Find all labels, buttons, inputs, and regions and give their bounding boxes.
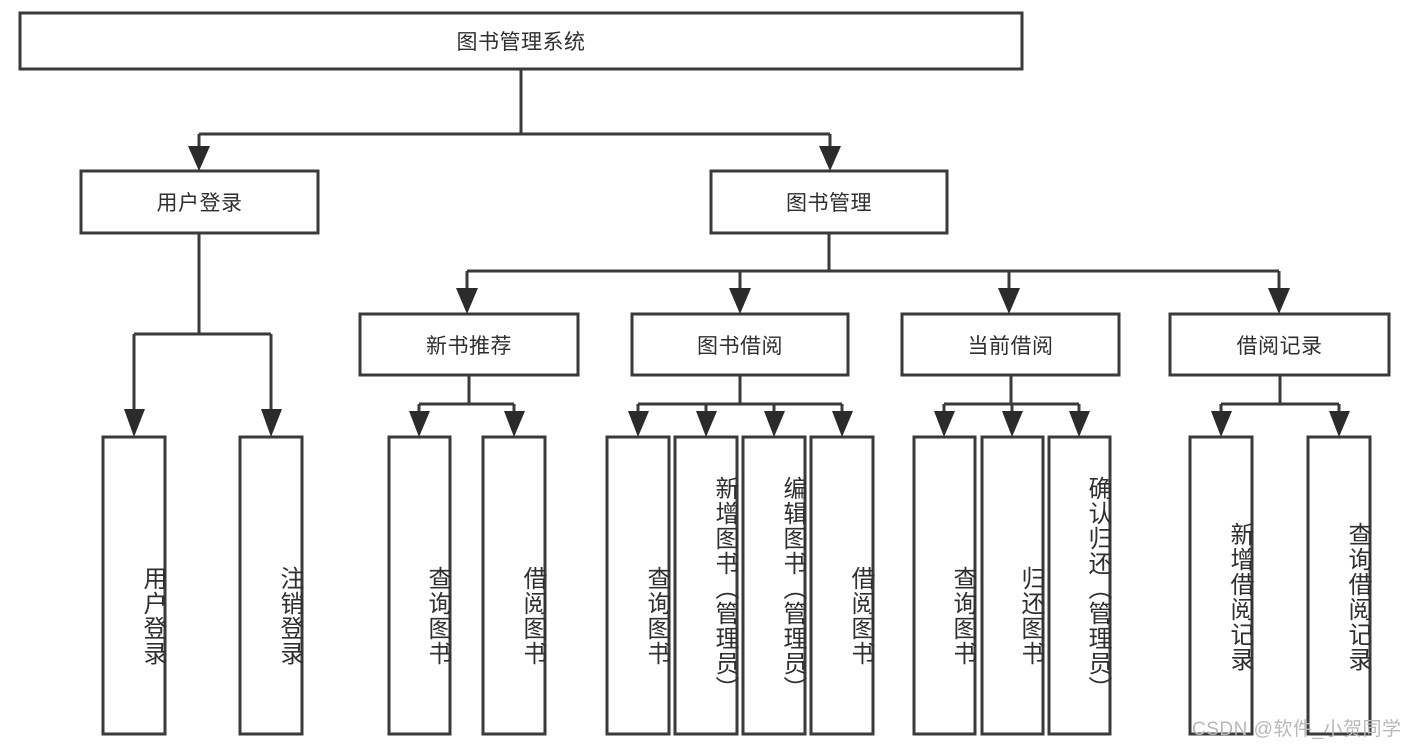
leaf-box-new-book-rec-0[interactable]	[387, 435, 452, 736]
node-box-root[interactable]	[18, 11, 1024, 71]
arrow-head-book-mgmt	[819, 146, 841, 171]
watermark-text: CSDN @软件_小贺同学	[1192, 719, 1402, 740]
leaf-box-book-borrow-0[interactable]	[605, 435, 671, 736]
arrow-head-leaf-current-borrow-0	[934, 411, 955, 437]
arrow-head-current-borrow	[998, 288, 1020, 314]
leaf-box-current-borrow-2[interactable]	[1047, 435, 1112, 736]
arrow-head-leaf-new-book-rec-1	[504, 411, 525, 437]
connector-borrow-record-to-leaves	[1211, 375, 1350, 437]
node-box-borrow-record[interactable]	[1168, 312, 1391, 377]
leaf-box-new-book-rec-1[interactable]	[481, 435, 547, 736]
node-box-book-borrow[interactable]	[630, 312, 850, 377]
leaf-box-current-borrow-1[interactable]	[980, 435, 1045, 736]
connector-book-borrow-to-leaves	[628, 375, 853, 437]
arrow-head-leaf-borrow-record-1	[1329, 411, 1350, 437]
leaf-box-user-login-1[interactable]	[238, 435, 304, 736]
leaf-box-current-borrow-0[interactable]	[912, 435, 977, 736]
connector-root-to-level2	[188, 69, 841, 171]
leaf-box-borrow-record-1[interactable]	[1306, 435, 1372, 736]
arrow-head-leaf-book-borrow-2	[764, 411, 785, 437]
arrow-head-leaf-new-book-rec-0	[409, 411, 430, 437]
arrow-head-new-book-rec	[456, 288, 478, 314]
leaf-box-borrow-record-0[interactable]	[1188, 435, 1254, 736]
arrow-head-user-login	[188, 146, 210, 171]
leaf-box-book-borrow-3[interactable]	[809, 435, 875, 736]
arrow-head-leaf-book-borrow-0	[628, 411, 649, 437]
connector-new-book-rec-to-leaves	[409, 375, 525, 437]
arrow-head-book-borrow	[729, 288, 751, 314]
connector-user-login-to-leaves	[124, 233, 282, 437]
node-box-current-borrow[interactable]	[900, 312, 1121, 377]
arrow-head-leaf-user-login-1	[261, 409, 282, 437]
arrow-head-leaf-current-borrow-2	[1069, 411, 1090, 437]
arrow-head-leaf-borrow-record-0	[1211, 411, 1232, 437]
connector-book-mgmt-to-level3	[456, 233, 1290, 314]
node-box-user-login[interactable]	[79, 169, 320, 235]
arrow-head-leaf-user-login-0	[124, 409, 145, 437]
connector-current-borrow-to-leaves	[934, 375, 1090, 437]
node-box-book-mgmt[interactable]	[709, 169, 949, 235]
leaf-box-book-borrow-1[interactable]	[673, 435, 739, 736]
arrow-head-leaf-current-borrow-1	[1002, 411, 1023, 437]
arrow-head-leaf-book-borrow-1	[696, 411, 717, 437]
arrow-head-leaf-book-borrow-3	[832, 411, 853, 437]
node-box-new-book-rec[interactable]	[358, 312, 580, 377]
arrow-head-borrow-record	[1268, 288, 1290, 314]
leaf-box-book-borrow-2[interactable]	[741, 435, 807, 736]
leaf-box-user-login-0[interactable]	[101, 435, 167, 736]
